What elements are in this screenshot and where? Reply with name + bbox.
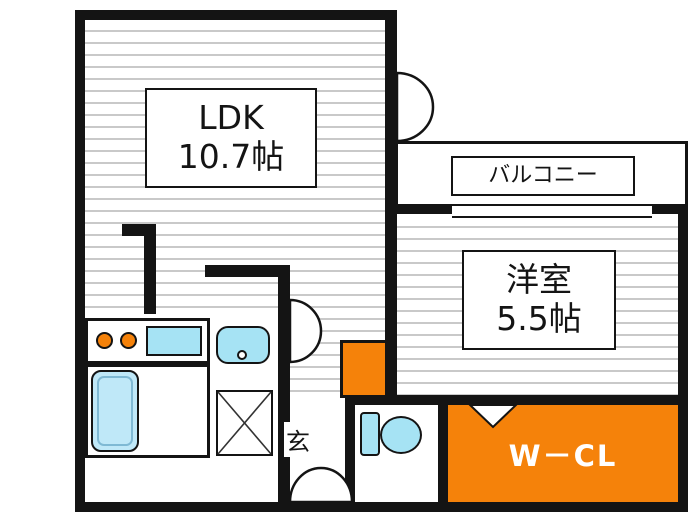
walk-in-closet-label: W－CL: [448, 405, 678, 502]
ldk-size: 10.7帖: [177, 137, 285, 176]
wall-under-western: [345, 395, 678, 405]
wall-ldk-western-divider: [385, 10, 397, 400]
western-room-size: 5.5帖: [496, 299, 582, 338]
ldk-label: LDK 10.7帖: [145, 88, 317, 188]
sink-icon: [146, 326, 202, 356]
entrance-name: 玄: [286, 428, 310, 456]
wall-toilet-left: [345, 395, 355, 512]
wall-toilet-right: [438, 395, 448, 512]
wall-hall-horizontal: [205, 265, 290, 277]
bathtub-icon: [91, 370, 139, 452]
stove-burner-icon: [96, 332, 113, 349]
toilet-icon: [380, 416, 422, 454]
entrance-label: 玄: [284, 422, 312, 457]
western-room-name: 洋室: [506, 260, 572, 300]
wall-kitchen-stub-v: [144, 224, 156, 314]
stove-burner-icon: [120, 332, 137, 349]
toilet-tank-icon: [360, 412, 380, 456]
wall-bottom: [75, 502, 688, 512]
washbasin-faucet-icon: [237, 350, 247, 360]
wall-washroom-right: [278, 265, 290, 512]
window-icon: [452, 204, 652, 218]
wcl-name: W－CL: [508, 438, 618, 473]
western-room-label: 洋室 5.5帖: [462, 250, 616, 350]
balcony-name: バルコニー: [488, 163, 598, 189]
door-swing-icon: [395, 71, 435, 143]
wall-right: [678, 204, 688, 512]
wall-left: [75, 10, 85, 512]
wall-top: [75, 10, 397, 20]
ldk-name: LDK: [198, 98, 264, 138]
balcony-label: バルコニー: [451, 156, 635, 196]
